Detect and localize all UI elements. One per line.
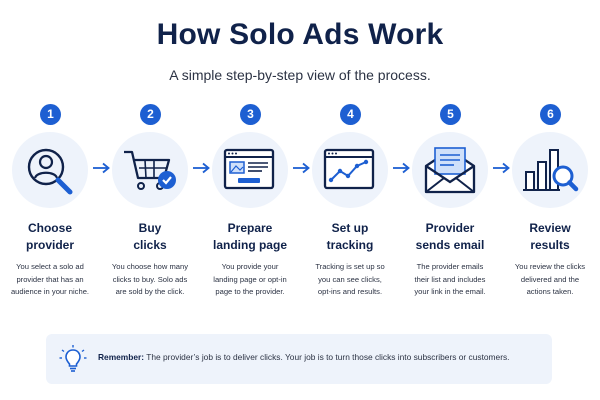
arrow-right-icon (393, 162, 410, 174)
step-number-badge: 2 (140, 104, 161, 125)
step-title: Review results (529, 221, 571, 252)
step-icon-circle (412, 132, 488, 208)
step-number-badge: 3 (240, 104, 261, 125)
step-description: You choose how many clicks to buy. Solo … (111, 262, 189, 296)
step-icon-circle (212, 132, 288, 208)
landing-page-icon (223, 148, 275, 190)
cart-check-icon (124, 150, 176, 190)
step-description: You review the clicks delivered and the … (514, 262, 586, 296)
step-title: Set up tracking (326, 221, 374, 252)
steps-row: 1 Choose provider You select a solo ad p… (8, 104, 592, 334)
step-icon-circle (312, 132, 388, 208)
step-number-badge: 5 (440, 104, 461, 125)
step-title: Prepare landing page (212, 221, 287, 252)
step-1: 1 Choose provider You select a solo ad p… (8, 104, 92, 334)
step-title: Buy clicks (133, 221, 167, 252)
page-subtitle: A simple step-by-step view of the proces… (169, 67, 431, 83)
step-4: 4 Set up tracking Tracking is set up so (308, 104, 392, 334)
email-icon (424, 147, 476, 194)
review-results-icon (523, 149, 579, 192)
step-2: 2 Buy clicks You choose how many clicks … (108, 104, 192, 334)
step-description: Tracking is set up so you can see clicks… (315, 262, 385, 296)
step-icon-circle (512, 132, 588, 208)
step-title: Provider sends email (415, 221, 485, 252)
step-5: 5 Provider sends email The provider emai… (408, 104, 492, 334)
arrow-right-icon (193, 162, 210, 174)
step-description: The provider emails their list and inclu… (414, 262, 486, 296)
arrow-right-icon (293, 162, 310, 174)
step-description: You select a solo ad provider that has a… (10, 262, 90, 296)
step-description: You provide your landing page or opt-in … (213, 262, 287, 296)
tracking-chart-icon (323, 148, 375, 190)
step-icon-circle (112, 132, 188, 208)
step-number-badge: 4 (340, 104, 361, 125)
remember-message: The provider’s job is to deliver clicks.… (144, 352, 510, 362)
remember-callout: Remember: The provider’s job is to deliv… (46, 334, 552, 384)
arrow-right-icon (493, 162, 510, 174)
step-3: 3 Prepare landing page You provide your (208, 104, 292, 334)
step-number-badge: 6 (540, 104, 561, 125)
arrow-right-icon (93, 162, 110, 174)
remember-text: Remember: The provider’s job is to deliv… (98, 352, 548, 362)
step-icon-circle (12, 132, 88, 208)
step-title: Choose provider (25, 221, 74, 252)
lightbulb-icon (59, 345, 87, 372)
user-search-icon (27, 148, 73, 195)
remember-label: Remember: (98, 352, 145, 362)
step-6: 6 Review results You review the clicks d… (508, 104, 592, 334)
step-number-badge: 1 (40, 104, 61, 125)
page-title: How Solo Ads Work (156, 18, 444, 51)
